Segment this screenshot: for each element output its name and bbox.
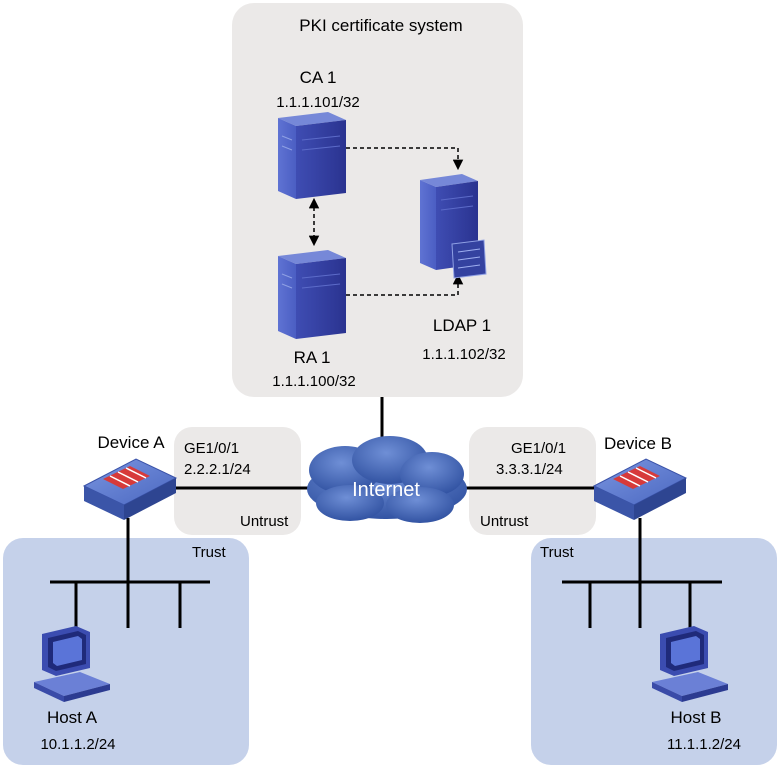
device-a-interface: GE1/0/1 — [184, 440, 239, 457]
host-b-ip: 11.1.1.2/24 — [667, 736, 741, 753]
device-b-trust: Trust — [540, 544, 574, 561]
ldap-ip: 1.1.1.102/32 — [422, 346, 505, 363]
pki-title: PKI certificate system — [299, 16, 462, 35]
ra-server-icon — [278, 250, 346, 339]
host-a-computer-icon — [34, 626, 110, 702]
host-b-name: Host B — [670, 708, 721, 727]
ca-ip: 1.1.1.101/32 — [276, 94, 359, 111]
ra-ip: 1.1.1.100/32 — [272, 373, 355, 390]
ra-ldap-link — [346, 273, 464, 296]
untrust-region-a — [174, 427, 301, 535]
device-b-firewall-icon — [592, 458, 688, 520]
device-a-trust: Trust — [192, 544, 226, 561]
trust-region-b — [531, 538, 777, 765]
host-b-computer-icon — [652, 626, 728, 702]
device-b-interface: GE1/0/1 — [511, 440, 566, 457]
internet-cloud-icon — [307, 436, 467, 523]
host-a-name: Host A — [47, 708, 98, 727]
ldap-server-icon — [420, 174, 487, 279]
untrust-region-b — [469, 427, 596, 535]
device-b-name: Device B — [604, 434, 672, 453]
ra-name: RA 1 — [294, 348, 331, 367]
pki-region — [232, 3, 523, 397]
host-a-ip: 10.1.1.2/24 — [40, 736, 115, 753]
device-b-ip: 3.3.3.1/24 — [496, 461, 563, 478]
device-a-name: Device A — [97, 433, 165, 452]
trust-region-a — [3, 538, 249, 765]
device-a-untrust: Untrust — [240, 513, 289, 530]
ca-server-icon — [278, 112, 346, 199]
ca-name: CA 1 — [300, 68, 337, 87]
device-a-ip: 2.2.2.1/24 — [184, 461, 251, 478]
ldap-name: LDAP 1 — [433, 316, 491, 335]
internet-label: Internet — [352, 479, 420, 501]
ca-ldap-link — [346, 147, 464, 171]
device-a-firewall-icon — [82, 458, 178, 520]
device-b-untrust: Untrust — [480, 513, 529, 530]
